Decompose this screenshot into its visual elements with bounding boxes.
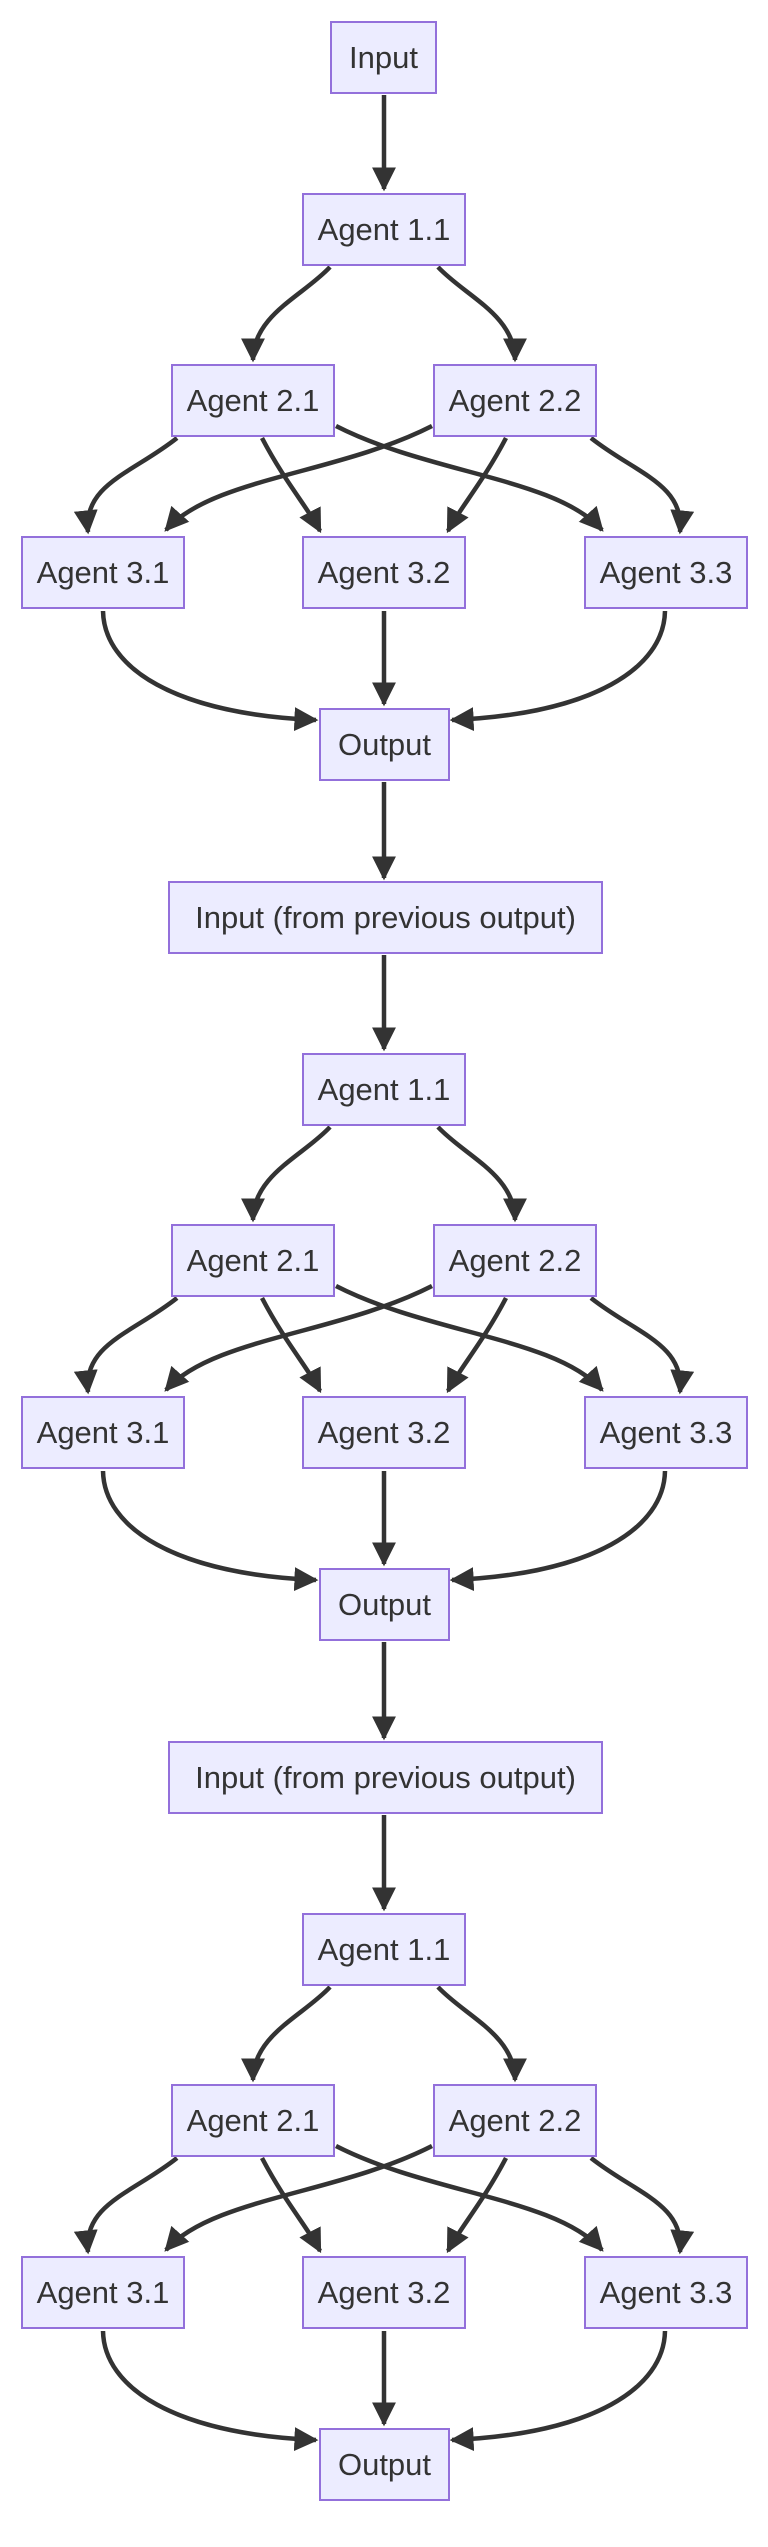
node-stage2-agent-3-3: Agent 3.3 [584,1396,748,1469]
node-stage3-agent-1-1: Agent 1.1 [302,1913,466,1986]
node-stage1-agent-3-1: Agent 3.1 [21,536,185,609]
node-stage2-agent-2-2: Agent 2.2 [433,1224,597,1297]
node-stage3-agent-2-2: Agent 2.2 [433,2084,597,2157]
node-stage2-agent-3-1: Agent 3.1 [21,1396,185,1469]
node-stage2-agent-3-2: Agent 3.2 [302,1396,466,1469]
node-stage1-output: Output [319,708,450,781]
node-stage3-output: Output [319,2428,450,2501]
node-stage1-input: Input [330,21,437,94]
node-stage2-agent-2-1: Agent 2.1 [171,1224,335,1297]
node-stage3-agent-2-1: Agent 2.1 [171,2084,335,2157]
node-stage1-agent-1-1: Agent 1.1 [302,193,466,266]
node-stage2-input: Input (from previous output) [168,881,603,954]
node-stage2-output: Output [319,1568,450,1641]
node-stage3-agent-3-1: Agent 3.1 [21,2256,185,2329]
node-stage1-agent-2-1: Agent 2.1 [171,364,335,437]
node-stage3-input: Input (from previous output) [168,1741,603,1814]
node-stage1-agent-2-2: Agent 2.2 [433,364,597,437]
node-stage1-agent-3-2: Agent 3.2 [302,536,466,609]
node-stage1-agent-3-3: Agent 3.3 [584,536,748,609]
node-stage3-agent-3-3: Agent 3.3 [584,2256,748,2329]
node-stage3-agent-3-2: Agent 3.2 [302,2256,466,2329]
node-stage2-agent-1-1: Agent 1.1 [302,1053,466,1126]
